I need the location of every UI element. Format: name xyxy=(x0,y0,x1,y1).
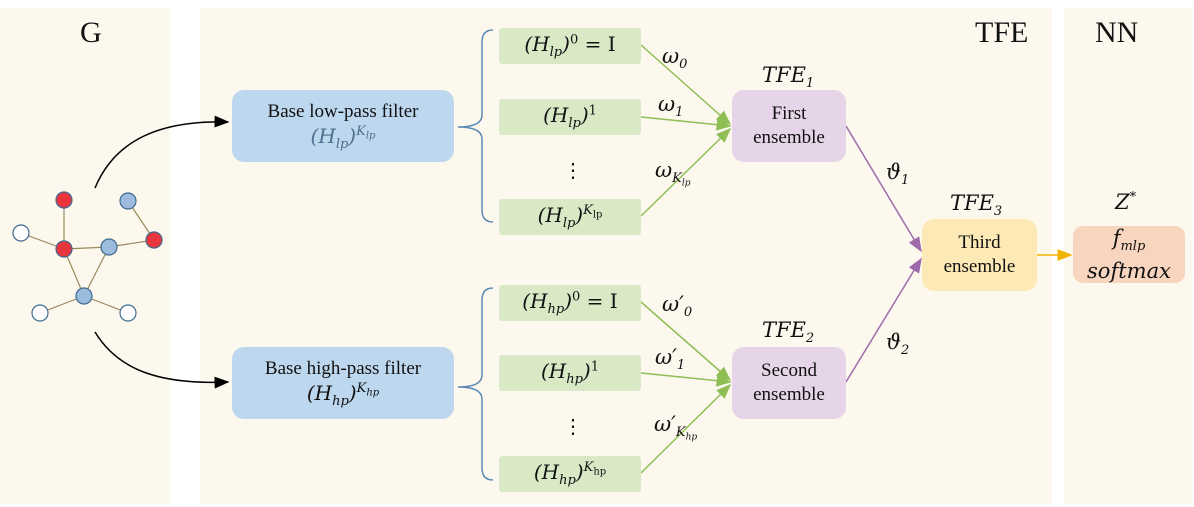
high-ellipsis: ⋮ xyxy=(563,414,583,438)
high-power-term-0: (Hhp)0 = I xyxy=(499,285,641,321)
weight-low-0: ω0 xyxy=(662,44,688,73)
theta-1: ϑ1 xyxy=(886,160,910,189)
graph-label: G xyxy=(80,16,102,49)
graph-node-white xyxy=(119,304,137,322)
high-bracket xyxy=(457,287,494,481)
weight-high-1: ω′1 xyxy=(655,345,686,374)
graph-node-blue xyxy=(100,238,118,256)
lowpass-filter-title: Base low-pass filter xyxy=(267,101,419,122)
output-line1: fmlp xyxy=(1112,225,1146,255)
graph-node-blue xyxy=(119,192,137,210)
arrow-second-to-third xyxy=(845,257,922,383)
output-box: fmlp softmax xyxy=(1073,226,1185,283)
graph-node-red xyxy=(55,240,73,258)
weight-high-k: ω′Khp xyxy=(654,412,698,443)
output-title: Z* xyxy=(1115,190,1137,214)
arrow-low-k xyxy=(640,127,732,217)
output-line2: softmax xyxy=(1087,259,1171,284)
arrow-low-0 xyxy=(640,44,732,125)
weight-low-1: ω1 xyxy=(658,92,684,121)
lowpass-filter-formula: (Hlp)Klp xyxy=(310,124,376,152)
graph-node-white xyxy=(31,304,49,322)
arrow-first-to-third xyxy=(845,125,922,253)
third-ensemble-title: TFE3 xyxy=(950,191,1003,220)
graph-node-blue xyxy=(75,287,93,305)
low-power-term-0: (Hlp)0 = I xyxy=(499,28,641,64)
arrow-low-1 xyxy=(640,116,732,131)
graph-node-red xyxy=(145,231,163,249)
weight-high-0: ω′0 xyxy=(662,292,693,321)
third-ensemble-box: Third ensemble xyxy=(922,219,1037,291)
nn-label: NN xyxy=(1095,16,1139,49)
low-ellipsis: ⋮ xyxy=(563,158,583,182)
first-ensemble-title: TFE1 xyxy=(762,63,815,92)
first-ensemble-line1: First xyxy=(771,103,807,124)
theta-2: ϑ2 xyxy=(886,330,910,359)
low-power-term-1: (Hlp)1 xyxy=(499,99,641,135)
arrow-high-k xyxy=(640,383,732,474)
third-ensemble-line2: ensemble xyxy=(943,256,1016,277)
low-power-term-k: (Hlp)Klp xyxy=(499,199,641,235)
second-ensemble-title: TFE2 xyxy=(762,318,815,347)
arrow-high-1 xyxy=(640,372,732,387)
first-ensemble-box: First ensemble xyxy=(732,90,846,162)
second-ensemble-line2: ensemble xyxy=(753,384,825,405)
arrow-graph-to-highpass xyxy=(94,331,230,389)
third-ensemble-line1: Third xyxy=(958,232,1001,253)
second-ensemble-line1: Second xyxy=(761,360,817,381)
low-bracket xyxy=(457,29,494,223)
tfe-label: TFE xyxy=(975,16,1029,49)
arrow-graph-to-lowpass xyxy=(94,115,230,189)
second-ensemble-box: Second ensemble xyxy=(732,347,846,419)
graph-node-red xyxy=(55,191,73,209)
graph-panel xyxy=(0,8,170,504)
high-power-term-1: (Hhp)1 xyxy=(499,355,641,391)
first-ensemble-line2: ensemble xyxy=(753,127,825,148)
high-power-term-k: (Hhp)Khp xyxy=(499,456,641,492)
highpass-filter-formula: (Hhp)Khp xyxy=(306,381,380,409)
highpass-filter-box: Base high-pass filter (Hhp)Khp xyxy=(232,347,454,419)
lowpass-filter-box: Base low-pass filter (Hlp)Klp xyxy=(232,90,454,162)
graph-node-white xyxy=(12,224,30,242)
weight-low-k: ωKlp xyxy=(655,158,691,189)
highpass-filter-title: Base high-pass filter xyxy=(264,358,422,379)
arrow-high-0 xyxy=(640,301,732,381)
